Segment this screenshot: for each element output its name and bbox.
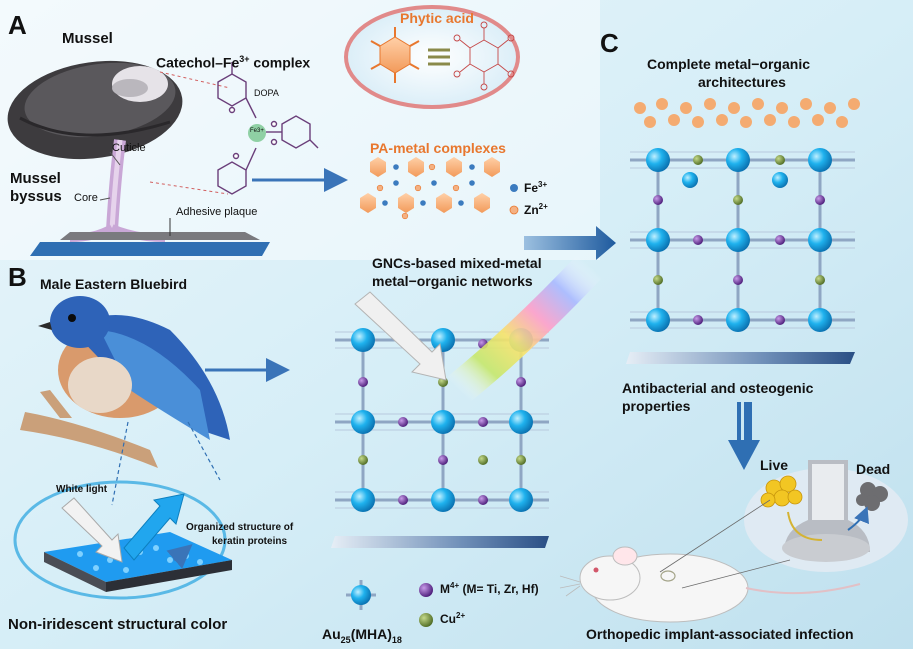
gnc-label-1: GNCs-based mixed-metal — [372, 255, 542, 271]
fe-legend-label: Fe3+ — [524, 180, 547, 195]
catechol-fe-prefix: Catechol–Fe — [156, 54, 240, 71]
hexagon-icon — [370, 27, 420, 83]
zn-legend-text: Zn — [524, 203, 539, 217]
non-iridescent-caption: Non-iridescent structural color — [8, 616, 228, 633]
catechol-fe-label: Catechol–Fe3+ complex — [156, 54, 310, 71]
byssus-icon — [30, 139, 270, 256]
bird-label: Male Eastern Bluebird — [40, 276, 188, 292]
fe-center-label: Fe3+ — [250, 128, 264, 134]
zn-legend-label: Zn2+ — [524, 202, 548, 217]
properties-label-2: properties — [622, 398, 691, 414]
fe-legend-dot — [510, 184, 518, 192]
m4-legend-rest: (M= Ti, Zr, Hf) — [459, 582, 539, 596]
mussel-icon — [7, 60, 183, 160]
m4-legend-text: M — [440, 582, 450, 596]
fe-legend-text: Fe — [524, 181, 539, 195]
arrow-down-icon — [728, 402, 760, 470]
phytic-acid-label: Phytic acid — [400, 10, 474, 26]
catechol-fe-sup: 3+ — [239, 54, 250, 64]
m4-legend-label: M4+ (M= Ti, Zr, Hf) — [440, 581, 539, 596]
dead-label: Dead — [856, 461, 891, 477]
reflected-light-arrow-icon — [123, 493, 185, 561]
panel-c-letter: C — [600, 28, 619, 58]
au-sub-2: 18 — [391, 634, 402, 645]
au-text: Au — [322, 626, 341, 642]
complete-architectures-label-2: architectures — [698, 74, 786, 90]
mof-framework-c-icon — [626, 98, 860, 364]
adhesive-plaque-label: Adhesive plaque — [176, 206, 258, 218]
mussel-byssus-label-2: byssus — [10, 188, 62, 205]
catechol-fe-complex-icon — [217, 62, 319, 195]
pa-metal-complexes-label: PA-metal complexes — [370, 140, 506, 156]
zn-legend-dot — [509, 205, 519, 215]
au-sub-1: 25 — [340, 634, 351, 645]
fe-center-icon — [248, 124, 266, 142]
panel-a-letter: A — [8, 10, 27, 40]
au-cluster-label: Au25(MHA)18 — [322, 626, 402, 645]
bird-icon — [20, 296, 230, 468]
complete-architectures-label-1: Complete metal−organic — [647, 56, 810, 72]
incident-light-arrow-icon — [354, 291, 447, 381]
cu-legend-dot — [419, 613, 433, 627]
live-bacteria-icon — [760, 475, 803, 508]
panel-b-letter: B — [8, 262, 27, 292]
equivalent-icon — [428, 48, 450, 66]
dopa-label: DOPA — [254, 88, 279, 98]
m4-legend-sup: 4+ — [450, 581, 460, 590]
gnc-label-2: metal−organic networks — [372, 273, 533, 289]
mussel-label: Mussel — [62, 30, 113, 47]
au-cluster-legend-icon — [346, 580, 376, 610]
mouse-icon — [559, 499, 861, 623]
cu-legend-text: Cu — [440, 612, 456, 626]
keratin-ellipse — [13, 480, 227, 600]
cu-legend-label: Cu2+ — [440, 611, 465, 626]
live-label: Live — [760, 457, 789, 473]
pa-metal-complexes-icon — [360, 157, 500, 220]
mha-text: (MHA) — [350, 626, 392, 642]
cuticle-label: Cuticle — [112, 142, 146, 154]
core-label: Core — [74, 192, 98, 204]
white-light-label: White light — [56, 484, 108, 495]
catechol-fe-suffix: complex — [249, 54, 311, 71]
white-light-arrow-icon — [61, 497, 123, 563]
properties-label-1: Antibacterial and osteogenic — [622, 380, 814, 396]
rainbow-icon — [447, 254, 603, 404]
mussel-byssus-label-1: Mussel — [10, 170, 61, 187]
fe-legend-sup: 3+ — [538, 180, 548, 189]
phytic-acid-structure-icon — [453, 21, 515, 91]
m4-legend-dot — [419, 583, 433, 597]
organized-structure-label-1: Organized structure of — [186, 522, 294, 533]
organized-structure-label-2: keratin proteins — [212, 536, 288, 547]
arrow-to-c-icon — [524, 226, 616, 260]
orthopedic-caption: Orthopedic implant-associated infection — [586, 626, 854, 642]
cu-legend-sup: 2+ — [456, 611, 466, 620]
zn-legend-sup: 2+ — [538, 202, 548, 211]
